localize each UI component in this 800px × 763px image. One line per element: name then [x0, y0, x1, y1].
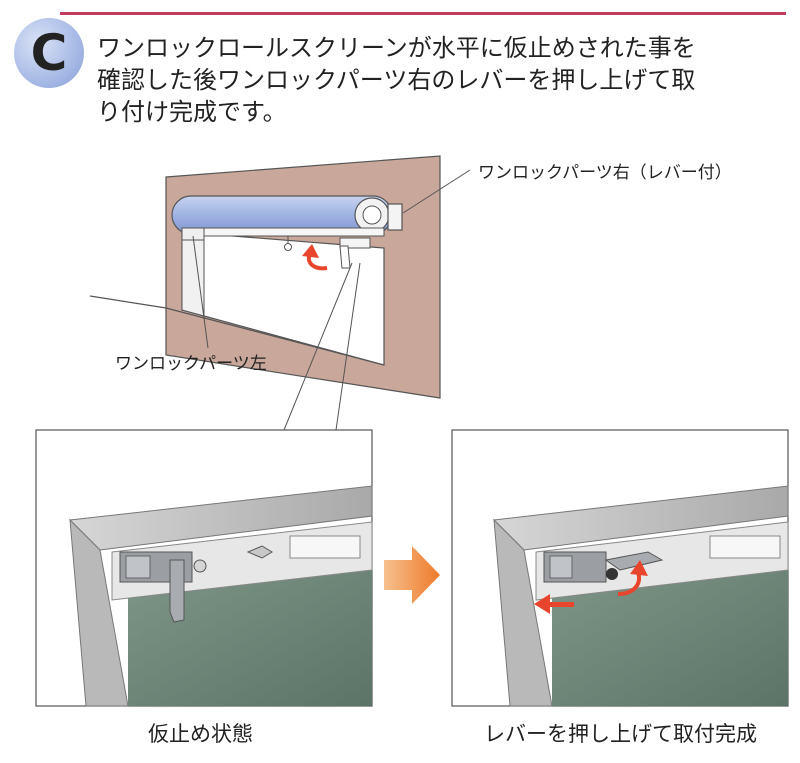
- label-left-part: ワンロックパーツ左: [115, 354, 267, 374]
- screen-fabric: [552, 570, 788, 706]
- label-right-part: ワンロックパーツ右（レバー付）: [478, 163, 732, 183]
- floor-line: [89, 295, 167, 309]
- window-reveal: [181, 231, 205, 317]
- sill-line: [165, 307, 385, 366]
- instruction-line: り付け完成です。: [97, 98, 287, 126]
- pull-knob: [284, 243, 292, 251]
- zoom-line: [335, 262, 361, 431]
- caption-after: レバーを押し上げて取付完成: [484, 722, 757, 746]
- lever-down: [169, 559, 185, 623]
- lever: [339, 245, 351, 269]
- step-badge: C: [14, 18, 84, 88]
- instruction-line: 確認した後ワンロックパーツ右のレバーを押し上げて取: [97, 66, 696, 94]
- step-letter: C: [30, 24, 68, 82]
- right-bracket: [387, 203, 403, 231]
- wall-overview: [89, 155, 471, 431]
- instruction-line: ワンロックロールスクリーンが水平に仮止めされた事を: [97, 34, 696, 62]
- zoom-line: [283, 262, 353, 431]
- left-one-lock-part: [181, 227, 205, 241]
- caption-before: 仮止め状態: [148, 722, 253, 746]
- lever-up: [604, 551, 664, 571]
- callout-line-left: [192, 235, 209, 349]
- right-arrow-icon: [384, 546, 440, 604]
- left-arrow-icon: [534, 594, 550, 614]
- bottom-rail: [187, 227, 385, 237]
- detail-before: [35, 429, 373, 707]
- right-one-lock-part: [339, 237, 371, 249]
- detail-after: [451, 429, 789, 707]
- callout-line-right: [402, 169, 471, 214]
- screen-fabric: [128, 570, 372, 706]
- header-accent-line: [60, 12, 786, 15]
- instruction-text: ワンロックロールスクリーンが水平に仮止めされた事を 確認した後ワンロックパーツ右…: [97, 32, 792, 128]
